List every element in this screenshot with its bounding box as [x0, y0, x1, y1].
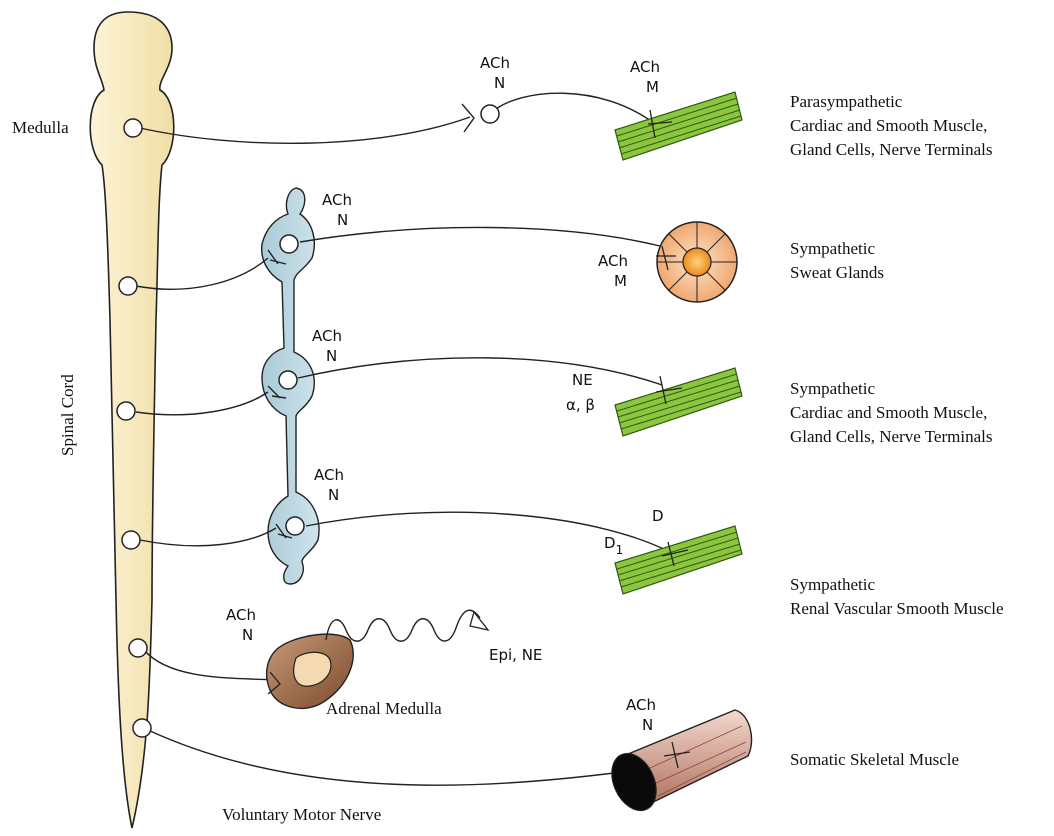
receptor-2-n: N [337, 211, 348, 229]
receptor-5-n: N [242, 626, 253, 644]
receptor-2m-m: M [614, 272, 627, 290]
spinal-neuron-node-4 [129, 639, 147, 657]
spinal-neuron-node-1 [119, 277, 137, 295]
receptor-5-ach: ACh [226, 606, 256, 624]
target-1-line2: Cardiac and Smooth Muscle, [790, 116, 987, 135]
receptor-4-d: D [652, 507, 664, 525]
target-4-line2: Renal Vascular Smooth Muscle [790, 599, 1004, 618]
secretion-arrowhead [470, 612, 488, 630]
ganglion-node-3 [286, 517, 304, 535]
sweat-gland [656, 222, 737, 302]
target-3-line2: Cardiac and Smooth Muscle, [790, 403, 987, 422]
smooth-muscle-parasympathetic [615, 92, 742, 160]
target-4-line1: Sympathetic [790, 575, 875, 594]
receptor-3-alpha-beta: α, β [566, 396, 595, 414]
cardiac-preganglionic-fiber [136, 392, 268, 415]
receptor-3-n: N [326, 347, 337, 365]
target-2-line2: Sweat Glands [790, 263, 884, 282]
adrenal-fiber [144, 650, 280, 680]
parasympathetic-postganglionic-fiber [492, 93, 655, 124]
parasympathetic-preganglionic-fiber [140, 117, 470, 143]
target-1-line3: Gland Cells, Nerve Terminals [790, 140, 992, 159]
receptor-2m-ach: ACh [598, 252, 628, 270]
spinal-cord-label: Spinal Cord [58, 374, 77, 456]
receptor-6-n: N [642, 716, 653, 734]
skeletal-muscle [603, 710, 751, 818]
receptor-1m-ach: ACh [630, 58, 660, 76]
renal-preganglionic-fiber [140, 528, 276, 546]
adrenal-medulla-label: Adrenal Medulla [326, 699, 442, 718]
spinal-neuron-node-2 [117, 402, 135, 420]
somatic-motor-fiber [148, 730, 622, 785]
receptor-1-ach: ACh [480, 54, 510, 72]
sweat-postganglionic-fiber [300, 227, 660, 246]
receptor-4-n: N [328, 486, 339, 504]
receptor-3-ne: NE [572, 371, 593, 389]
receptor-4-d1-main: D [604, 534, 616, 552]
receptor-3-ach: ACh [312, 327, 342, 345]
ganglion-node-1 [280, 235, 298, 253]
spinal-neuron-node-5 [133, 719, 151, 737]
target-3-line1: Sympathetic [790, 379, 875, 398]
medulla-neuron-node [124, 119, 142, 137]
ganglion-node-2 [279, 371, 297, 389]
epi-ne-secretion-wave [326, 610, 480, 641]
receptor-4-d1-sub: 1 [616, 543, 624, 557]
target-2-line1: Sympathetic [790, 239, 875, 258]
adrenal-medulla-gland [267, 634, 354, 708]
receptor-1m-m: M [646, 78, 659, 96]
receptor-1-n: N [494, 74, 505, 92]
smooth-muscle-renal [615, 526, 742, 594]
parasympathetic-ganglion-node [481, 105, 499, 123]
medulla-label: Medulla [12, 118, 69, 137]
target-5-line1: Somatic Skeletal Muscle [790, 750, 959, 769]
receptor-2-ach: ACh [322, 191, 352, 209]
receptor-4-d1: D1 [604, 534, 623, 557]
cardiac-postganglionic-fiber [298, 358, 662, 385]
voluntary-motor-nerve-label: Voluntary Motor Nerve [222, 805, 381, 824]
target-3-line3: Gland Cells, Nerve Terminals [790, 427, 992, 446]
smooth-muscle-sympathetic-cardiac [615, 368, 742, 436]
epi-ne-label: Epi, NE [489, 646, 542, 664]
spinal-neuron-node-3 [122, 531, 140, 549]
receptor-6-ach: ACh [626, 696, 656, 714]
target-1-line1: Parasympathetic [790, 92, 903, 111]
receptor-4-ach: ACh [314, 466, 344, 484]
